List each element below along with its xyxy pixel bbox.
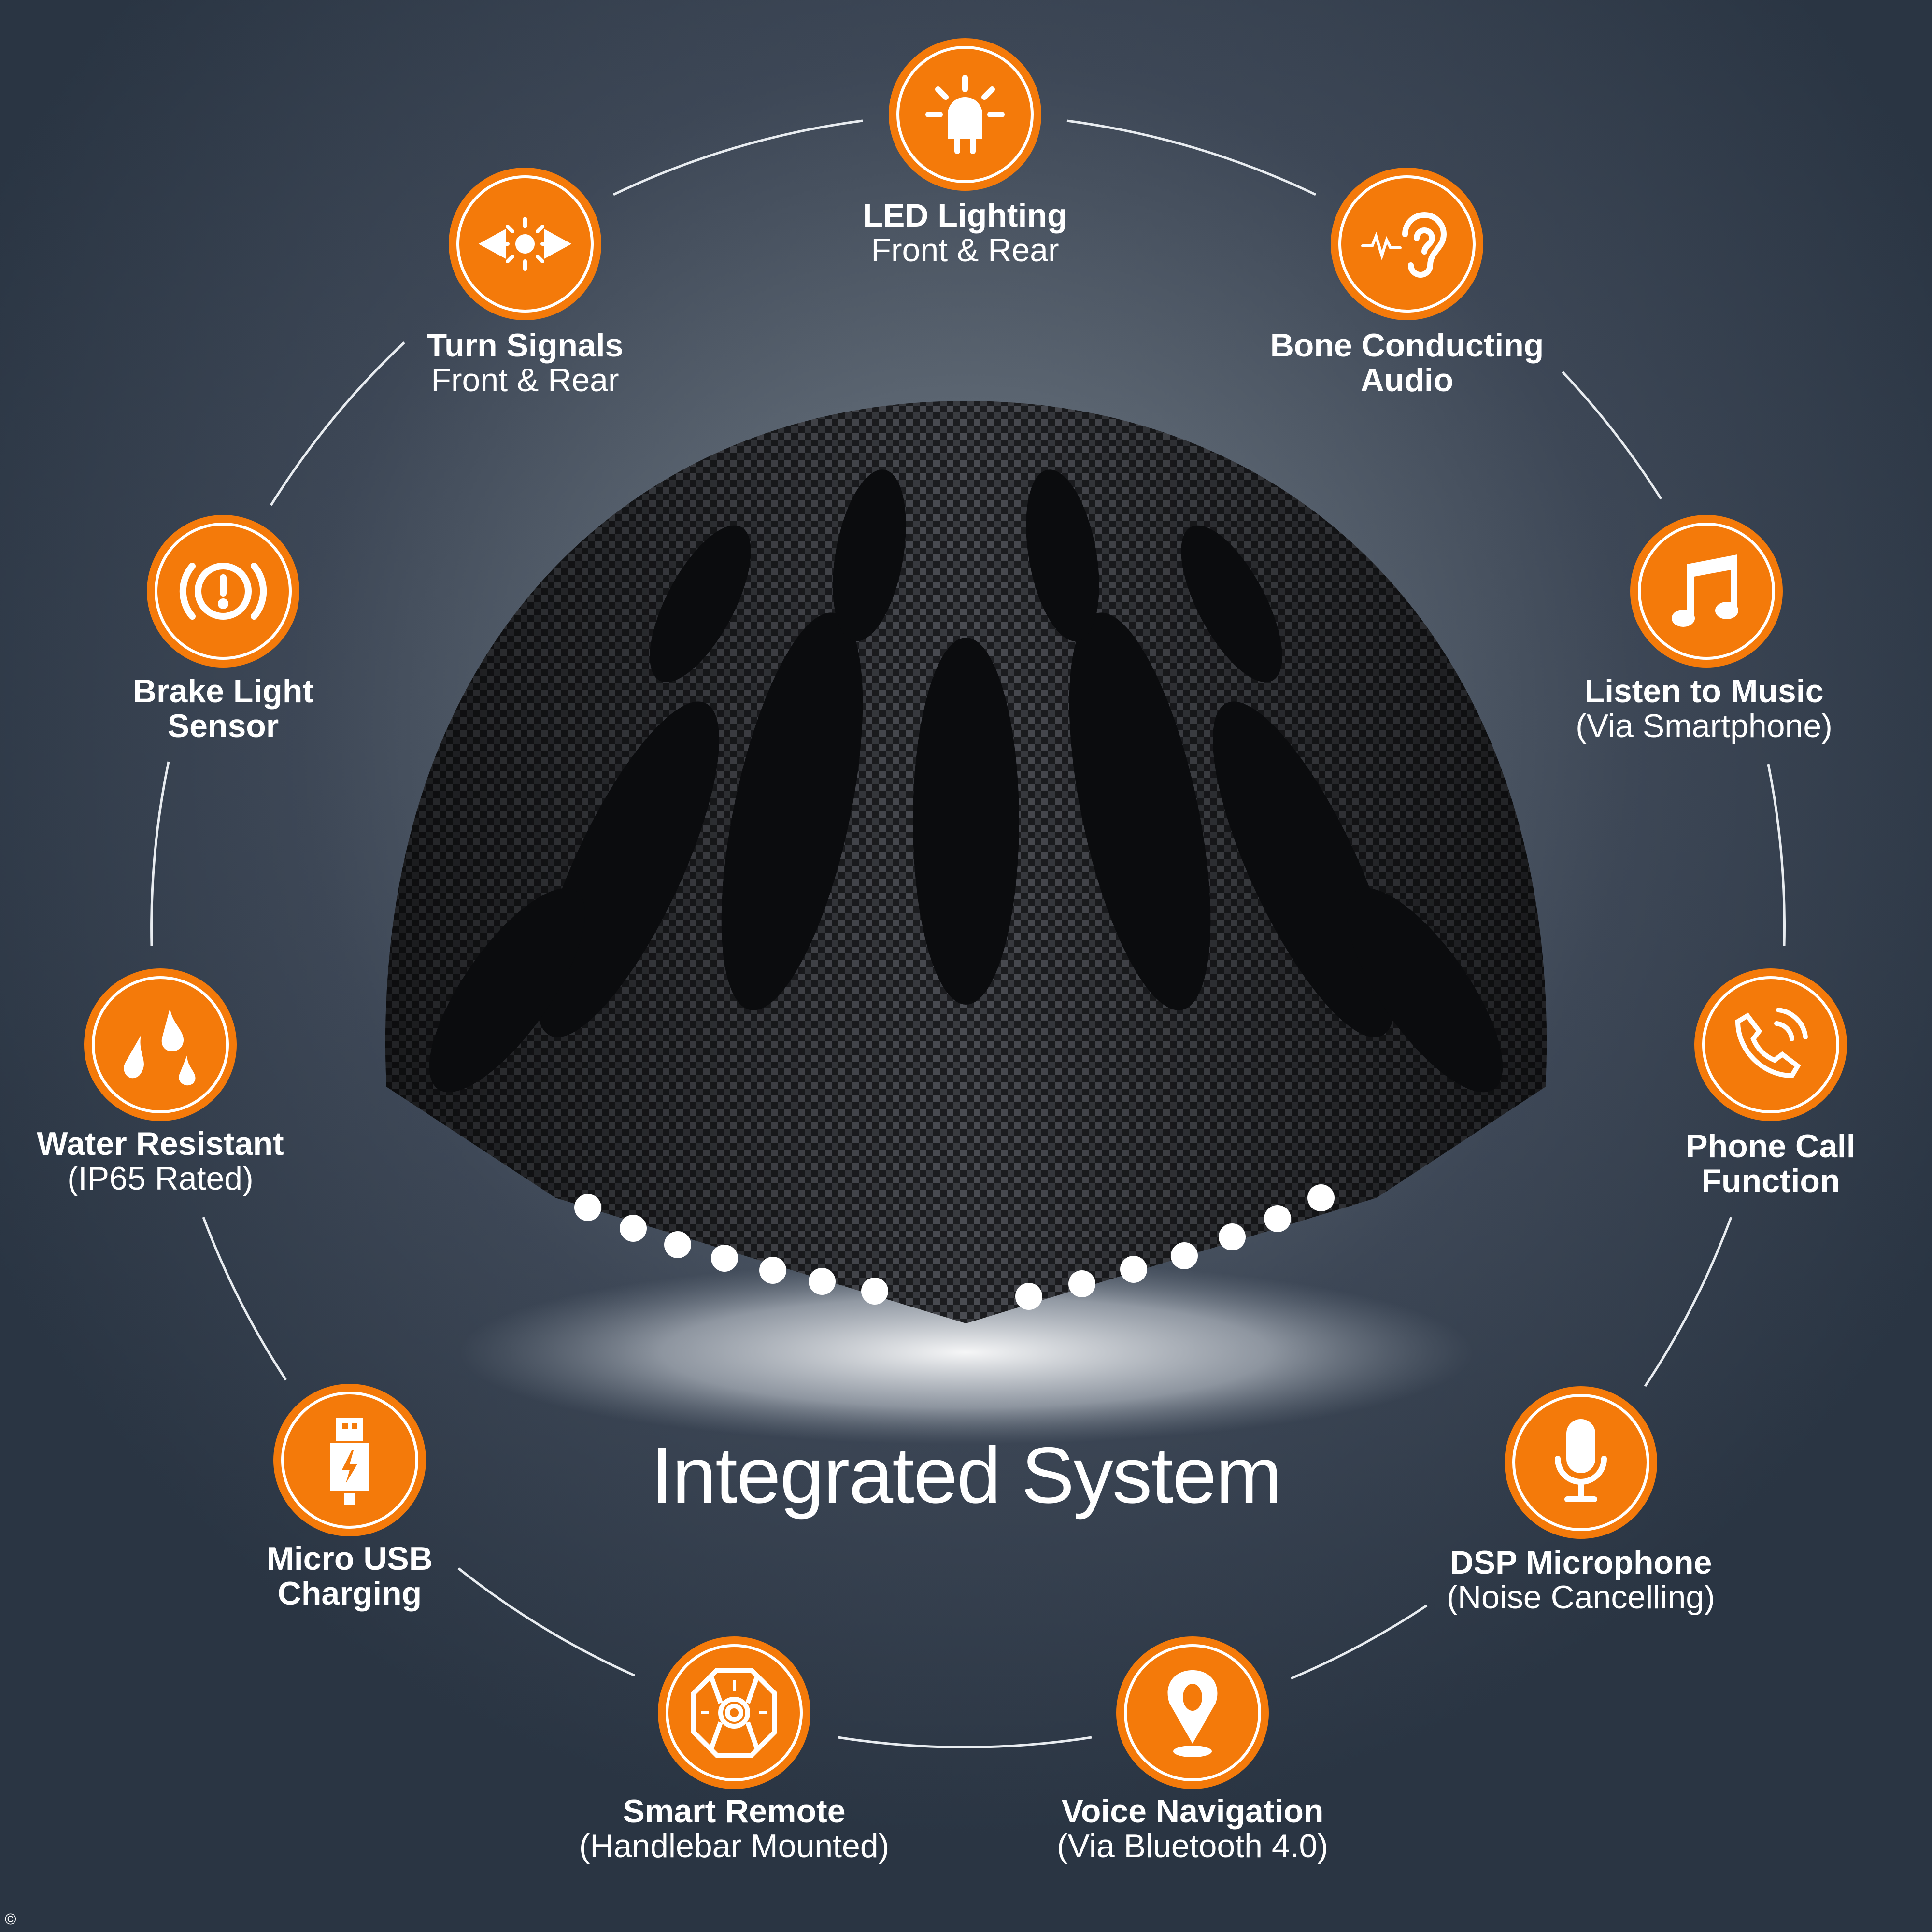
led-light-icon bbox=[925, 75, 1005, 154]
feature-badge-smart-remote bbox=[658, 1636, 810, 1789]
brake-warning-icon bbox=[179, 563, 267, 620]
feature-badge-water-resistant bbox=[84, 968, 237, 1121]
feature-label-water-resistant: Water Resistant (IP65 Rated) bbox=[0, 1126, 378, 1196]
feature-badge-phone-call bbox=[1694, 968, 1847, 1121]
feature-title: Brake Light bbox=[132, 673, 314, 710]
remote-icon bbox=[691, 1668, 777, 1758]
light-glow bbox=[459, 1261, 1473, 1444]
connector-arc bbox=[1066, 119, 1317, 196]
led-strip bbox=[574, 1184, 1335, 1310]
ear-icon bbox=[1361, 212, 1447, 278]
connector-arc bbox=[838, 1736, 1092, 1748]
feature-subtitle: Audio bbox=[1360, 362, 1454, 398]
feature-badge-brake-light bbox=[147, 515, 299, 668]
feature-badge-micro-usb bbox=[273, 1384, 426, 1536]
feature-label-phone-call: Phone Call Function bbox=[1553, 1129, 1932, 1198]
copyright-symbol: © bbox=[5, 1910, 16, 1928]
feature-label-smart-remote: Smart Remote (Handlebar Mounted) bbox=[517, 1794, 952, 1863]
feature-subtitle: (Handlebar Mounted) bbox=[579, 1828, 890, 1864]
feature-label-led-lighting: LED Lighting Front & Rear bbox=[748, 198, 1182, 268]
connector-arc bbox=[612, 119, 863, 196]
feature-title: DSP Microphone bbox=[1449, 1544, 1712, 1581]
connector-arc bbox=[202, 1217, 287, 1381]
feature-label-music: Listen to Music (Via Smartphone) bbox=[1487, 674, 1921, 743]
connector-arc bbox=[457, 1567, 636, 1677]
feature-label-voice-navigation: Voice Navigation (Via Bluetooth 4.0) bbox=[975, 1794, 1410, 1863]
feature-subtitle: (Noise Cancelling) bbox=[1447, 1579, 1715, 1616]
feature-subtitle: Charging bbox=[277, 1575, 422, 1612]
turn-signal-icon bbox=[478, 217, 572, 271]
connector-arc bbox=[270, 341, 405, 506]
feature-subtitle: (Via Smartphone) bbox=[1576, 708, 1833, 744]
feature-label-brake-light: Brake Light Sensor bbox=[6, 674, 440, 743]
connector-arc bbox=[1562, 371, 1662, 500]
feature-badge-music bbox=[1630, 515, 1783, 668]
feature-title: LED Lighting bbox=[863, 197, 1067, 234]
phone-icon bbox=[1735, 1008, 1808, 1079]
feature-label-turn-signals: Turn Signals Front & Rear bbox=[308, 328, 742, 398]
connector-arc bbox=[150, 761, 170, 947]
feature-title: Phone Call bbox=[1686, 1128, 1856, 1165]
helmet-image bbox=[385, 401, 1547, 1323]
feature-title: Voice Navigation bbox=[1061, 1793, 1324, 1830]
feature-title: Listen to Music bbox=[1584, 673, 1824, 710]
connector-arc bbox=[1767, 764, 1786, 947]
feature-title: Water Resistant bbox=[37, 1125, 284, 1162]
feature-badge-bone-conducting bbox=[1331, 168, 1483, 320]
feature-subtitle: Function bbox=[1701, 1163, 1840, 1199]
feature-title: Turn Signals bbox=[426, 327, 624, 364]
feature-title: Bone Conducting bbox=[1270, 327, 1544, 364]
feature-subtitle: Sensor bbox=[167, 708, 279, 744]
feature-badge-led-lighting bbox=[889, 38, 1041, 191]
connector-arcs bbox=[150, 119, 1786, 1748]
feature-badge-voice-navigation bbox=[1116, 1636, 1269, 1789]
music-note-icon bbox=[1672, 554, 1738, 627]
connector-arc bbox=[1291, 1604, 1428, 1680]
location-pin-icon bbox=[1167, 1670, 1218, 1757]
feature-title: Smart Remote bbox=[623, 1793, 846, 1830]
feature-label-bone-conducting: Bone Conducting Audio bbox=[1190, 328, 1624, 398]
feature-subtitle: (Via Bluetooth 4.0) bbox=[1057, 1828, 1328, 1864]
feature-badge-turn-signals bbox=[449, 168, 601, 320]
connector-arc bbox=[1644, 1217, 1733, 1387]
feature-label-dsp-microphone: DSP Microphone (Noise Cancelling) bbox=[1364, 1545, 1798, 1615]
feature-title: Micro USB bbox=[267, 1540, 433, 1577]
water-drops-icon bbox=[124, 1008, 196, 1086]
feature-label-micro-usb: Micro USB Charging bbox=[132, 1541, 567, 1611]
feature-badge-dsp-microphone bbox=[1505, 1386, 1657, 1539]
feature-subtitle: Front & Rear bbox=[871, 232, 1059, 269]
feature-subtitle: (IP65 Rated) bbox=[67, 1160, 254, 1197]
headline: Integrated System bbox=[651, 1431, 1282, 1520]
feature-subtitle: Front & Rear bbox=[431, 362, 619, 398]
